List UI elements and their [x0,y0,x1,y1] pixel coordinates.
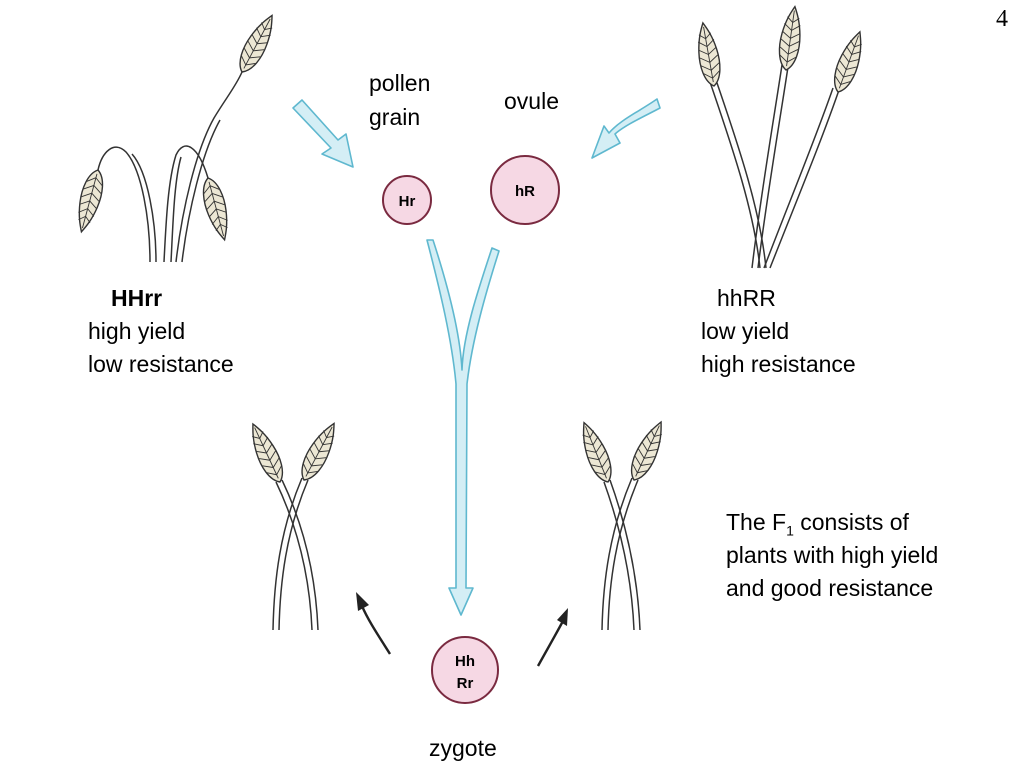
f1-note-subscript: 1 [786,522,794,539]
ovule-genotype: hR [515,183,535,200]
right-parent-trait-1: low yield [701,318,790,344]
f1-note-prefix: The F [726,509,787,535]
left-parent-plant [71,10,282,263]
left-offspring-plant [243,418,344,631]
pollen-genotype: Hr [399,193,416,210]
f1-note-line2: plants with high yield [726,542,939,568]
pollen-label-line1: pollen [369,70,431,96]
zygote-label: zygote [429,735,497,761]
left-parent-trait-1: high yield [88,318,186,344]
right-parent-trait-2: high resistance [701,351,856,377]
f1-note-line3: and good resistance [726,575,934,601]
ovule-arrow [591,98,661,159]
ovule-label: ovule [504,88,559,114]
ovule-cell [490,155,560,225]
pollen-arrow [292,99,354,168]
right-offspring-plant [574,417,671,631]
f1-note-suffix: consists of [793,509,909,535]
pollen-cell [382,175,432,225]
left-growth-arrow [356,592,392,655]
f1-note-line1: The F1 consists of [726,505,909,548]
fusion-arrow [426,239,500,616]
pollen-label-line2: grain [369,104,421,130]
zygote-cell [431,636,499,704]
right-parent-plant [692,4,870,269]
right-growth-arrow [536,608,568,667]
right-parent-genotype: hhRR [717,285,776,311]
page-number: 4 [996,6,1008,32]
left-parent-trait-2: low resistance [88,351,234,377]
left-parent-genotype: HHrr [111,285,163,311]
zygote-genotype-line1: Hh [455,653,475,670]
zygote-genotype-line2: Rr [457,675,474,692]
